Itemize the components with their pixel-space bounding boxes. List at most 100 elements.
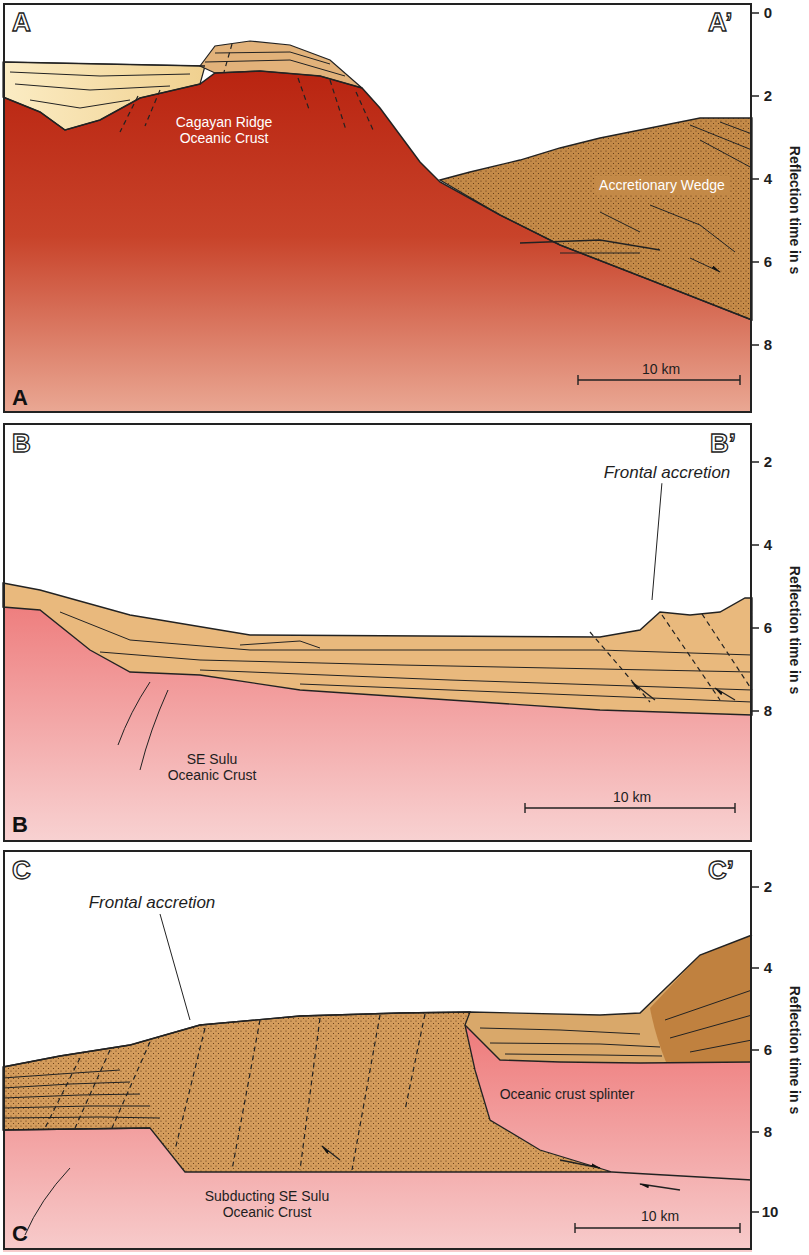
panel-letter: A <box>12 385 28 410</box>
section-panel: CC’Frontal accretionOceanic crust splint… <box>3 850 752 1250</box>
illustration-path <box>662 615 720 700</box>
illustration-path <box>75 1050 110 1128</box>
tick-label: 2 <box>764 453 772 470</box>
illustration-g <box>10 52 752 272</box>
illustration-path <box>3 1070 120 1078</box>
unit-label: Accretionary Wedge <box>595 176 729 194</box>
illustration-path <box>120 96 138 132</box>
illustration-path <box>505 1054 662 1056</box>
illustration-path <box>405 1014 425 1110</box>
illustration-path <box>140 690 168 770</box>
illustration-path <box>465 935 752 1063</box>
illustration-path <box>670 1015 752 1038</box>
panel-letter: B’ <box>710 429 736 459</box>
panel-letter: B <box>12 812 28 837</box>
tick-label: 6 <box>764 253 772 270</box>
illustration-path <box>520 240 660 250</box>
illustration-path <box>330 80 346 130</box>
illustration-path <box>118 682 150 745</box>
panel-letter: A’ <box>708 8 733 38</box>
annotation: Frontal accretion <box>87 893 218 913</box>
illustration-path <box>715 688 735 700</box>
axis-title: Reflection time in s <box>787 986 803 1114</box>
illustration-path <box>205 60 345 76</box>
tick-label: 2 <box>764 878 772 895</box>
axis-title: Reflection time in s <box>787 566 803 694</box>
illustration-g <box>3 990 752 1235</box>
tick-label: 4 <box>764 170 772 187</box>
tick-label: 2 <box>764 87 772 104</box>
panel-letter: C <box>12 1221 28 1246</box>
illustration-path <box>356 92 374 132</box>
scale-label: 10 km <box>613 789 651 805</box>
tick-label: 10 <box>762 1203 779 1220</box>
tick-label: 0 <box>764 4 772 21</box>
panel-b-art <box>3 482 752 842</box>
illustration-path <box>560 1160 600 1168</box>
illustration-path <box>560 253 640 254</box>
illustration-path <box>3 62 752 320</box>
unit-label: Cagayan Ridge Oceanic Crust <box>159 114 289 146</box>
illustration-path <box>200 670 752 690</box>
illustration-path <box>3 1128 150 1130</box>
illustration-path <box>690 1040 752 1052</box>
illustration-path <box>224 44 232 72</box>
illustration-path <box>322 1146 340 1160</box>
illustration-path <box>352 1015 380 1170</box>
illustration-path <box>232 1020 260 1170</box>
tick-label: 6 <box>764 1041 772 1058</box>
illustration-path <box>3 1117 160 1118</box>
scale-label: 10 km <box>641 1208 679 1224</box>
illustration-path <box>3 1106 150 1108</box>
illustration-g <box>590 614 752 702</box>
section-panel: B B’ Frontal accretion SE Sulu Oceanic Crus… <box>3 423 752 842</box>
illustration-path <box>440 118 752 320</box>
illustration-path <box>612 1172 752 1180</box>
illustration-path <box>160 914 190 1020</box>
illustration-path <box>45 1058 80 1128</box>
axis-title: Reflection time in s <box>787 146 803 274</box>
illustration-g <box>45 1014 425 1170</box>
illustration-path <box>465 1025 752 1063</box>
illustration-path <box>30 100 130 108</box>
illustration-path <box>10 72 190 76</box>
illustration-path <box>175 1028 205 1150</box>
illustration-path <box>240 641 320 648</box>
illustration-path <box>25 1168 70 1235</box>
illustration-path <box>490 1043 660 1047</box>
illustration-path <box>690 125 752 150</box>
illustration-path <box>215 52 330 64</box>
panel-letter: B <box>12 429 31 459</box>
illustration-path <box>300 1018 320 1170</box>
panel-letter: A <box>12 8 31 38</box>
illustration-path <box>652 482 662 600</box>
illustration-path <box>145 90 160 126</box>
panel-letter: C <box>12 856 31 886</box>
illustration-path <box>640 1184 680 1190</box>
illustration-path <box>650 205 735 252</box>
section-panel: A A’ Cagayan Ridge Oceanic CrustAccretiona… <box>3 3 752 413</box>
illustration-path <box>440 118 752 320</box>
unit-label: Oceanic crust splinter <box>500 1086 635 1102</box>
illustration-path <box>480 1028 640 1034</box>
illustration-path <box>3 935 752 1067</box>
unit-label: SE Sulu Oceanic Crust <box>167 751 257 783</box>
illustration-path <box>720 122 752 134</box>
illustration-path <box>60 612 752 655</box>
illustration-path <box>665 990 752 1020</box>
scale-label: 10 km <box>642 361 680 377</box>
illustration-path <box>300 684 752 702</box>
panel-c-art <box>3 914 752 1252</box>
annotation: Frontal accretion <box>602 463 733 483</box>
tick-label: 8 <box>764 702 772 719</box>
illustration-path <box>100 652 752 672</box>
illustration-path <box>600 212 640 232</box>
panel-a-art <box>3 41 752 413</box>
illustration-path <box>575 1223 740 1233</box>
tick-label: 6 <box>764 619 772 636</box>
illustration-path <box>700 140 752 168</box>
illustration-g <box>60 612 752 770</box>
illustration-path <box>690 258 720 272</box>
tick-label: 4 <box>764 959 772 976</box>
